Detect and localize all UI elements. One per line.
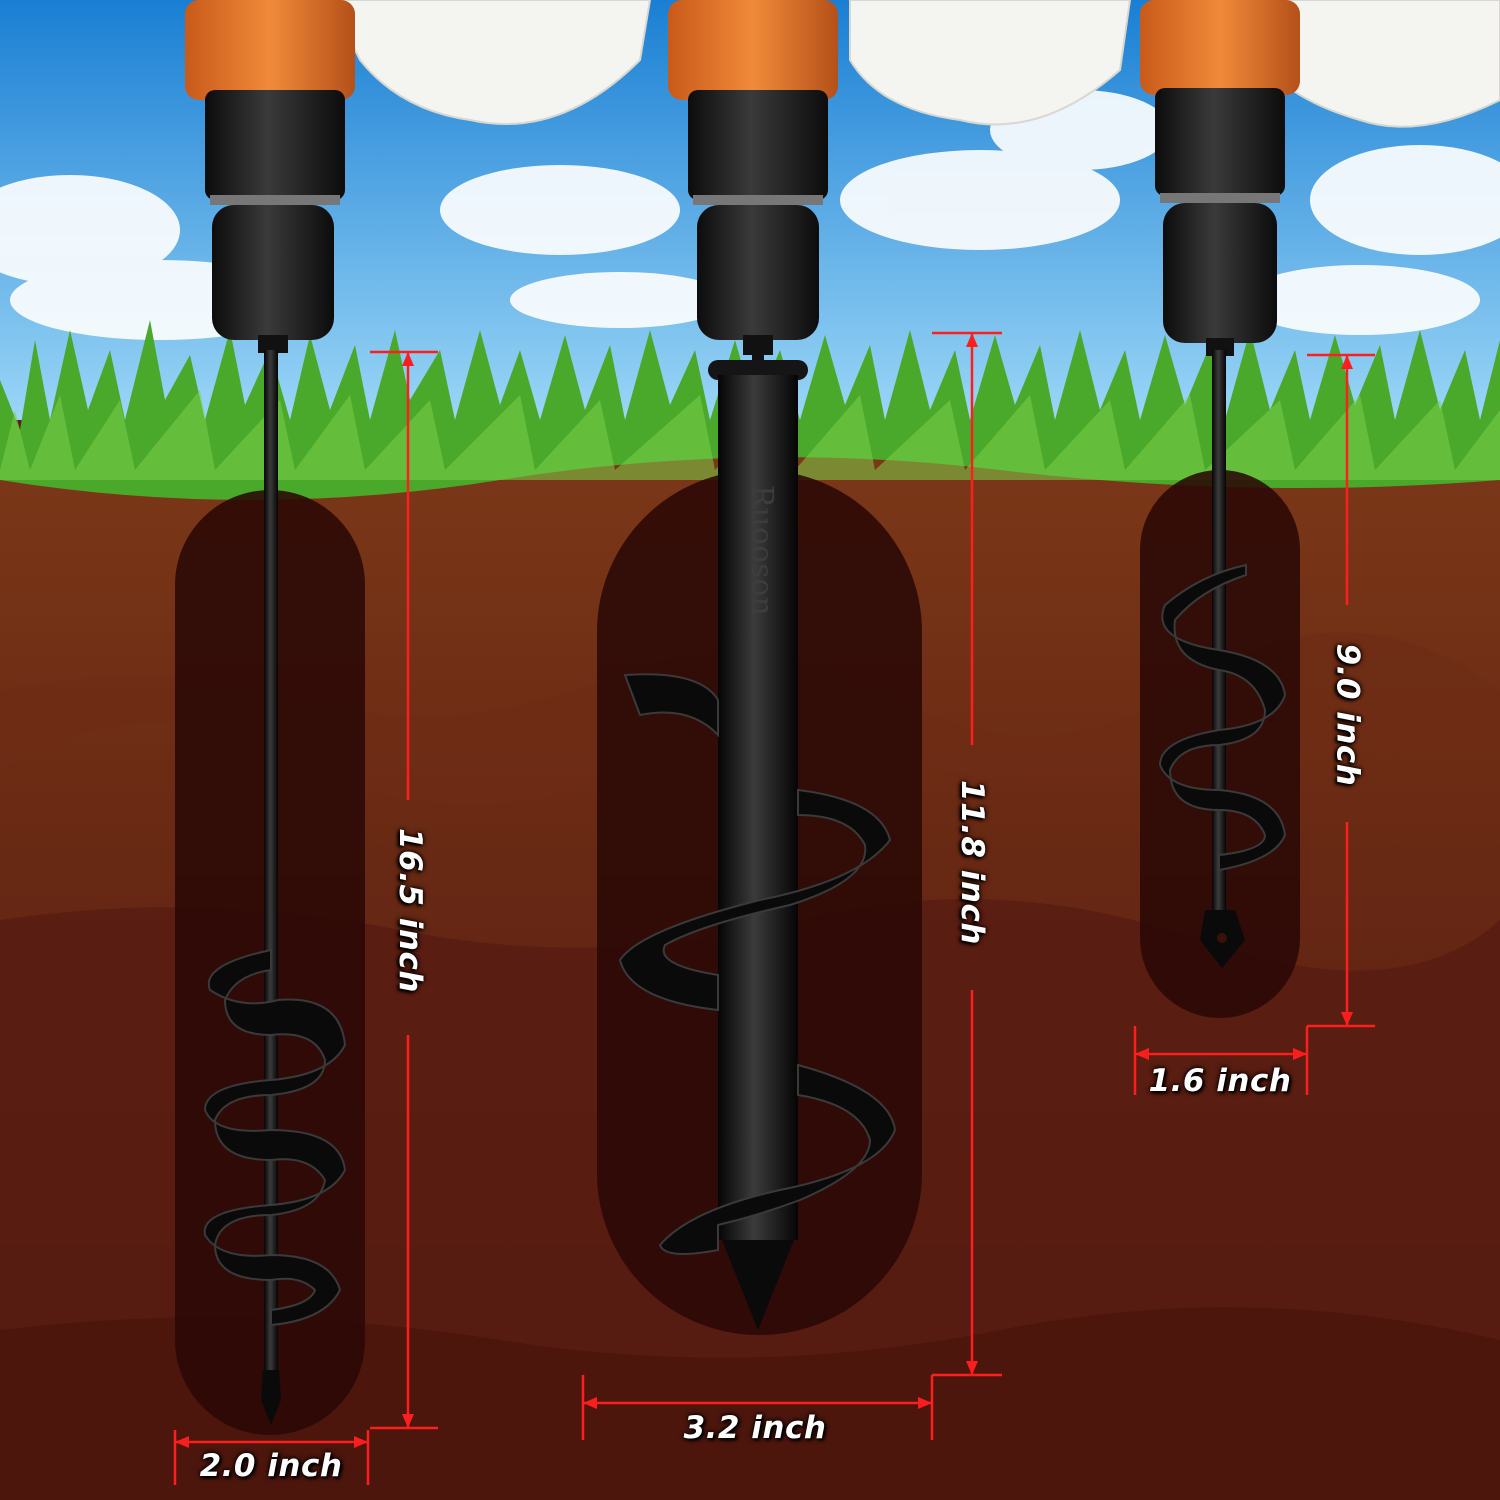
length-label-left: 16.5 inch — [392, 828, 428, 993]
length-label-right: 9.0 inch — [1329, 643, 1366, 787]
auger-left — [203, 350, 347, 1425]
dimension-lines — [173, 331, 1375, 1485]
auger-right — [1158, 350, 1287, 968]
width-label-left: 2.0 inch — [199, 1448, 343, 1484]
width-label-middle: 3.2 inch — [683, 1410, 827, 1446]
drill-right — [1140, 0, 1300, 356]
drill-left — [185, 0, 355, 353]
auger-middle — [618, 345, 897, 1330]
drill-middle — [668, 0, 838, 355]
width-label-right: 1.6 inch — [1148, 1063, 1292, 1099]
gloves — [328, 0, 1500, 128]
brand-text: Ruooson — [744, 485, 779, 616]
length-label-middle: 11.8 inch — [954, 780, 990, 945]
